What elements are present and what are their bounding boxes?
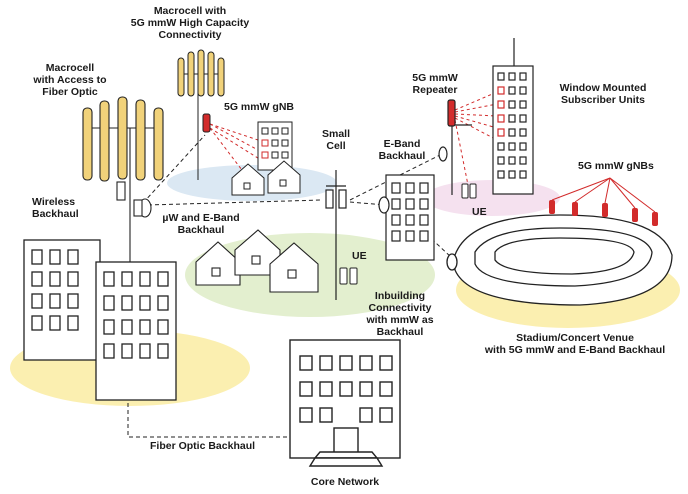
label-wireless-backhaul: Wireless Backhaul xyxy=(32,196,79,220)
label-line: Connectivity xyxy=(368,302,432,314)
gnb-houses xyxy=(231,160,301,196)
label-line: Repeater xyxy=(412,84,458,96)
label-line: with mmW as xyxy=(366,314,434,326)
label-line: with Access to xyxy=(33,74,107,86)
label-line: Backhaul xyxy=(177,224,225,236)
gnb-beam-3 xyxy=(209,123,259,141)
window-mounted-building xyxy=(492,38,534,195)
label-uw-eband: µW and E-Band Backhaul xyxy=(156,212,246,236)
label-line: Window Mounted xyxy=(559,82,647,94)
label-eband-backhaul: E-Band Backhaul xyxy=(372,138,432,162)
gnb-beam-1 xyxy=(209,127,249,179)
stadium xyxy=(446,214,673,306)
fiber-optic-link xyxy=(127,340,342,438)
label-line: Wireless xyxy=(32,196,76,208)
label-line: Macrocell xyxy=(45,62,95,74)
repeater-beam-6 xyxy=(454,119,469,186)
label-line: Small xyxy=(321,128,350,140)
small-cell-houses xyxy=(195,229,319,293)
ue-devices-top xyxy=(461,183,477,199)
gnb-beam-4 xyxy=(209,123,259,151)
label-5g-gnbs: 5G mmW gNBs xyxy=(578,160,654,172)
small-cell-pole xyxy=(325,170,347,300)
macrocell-fiber-tower xyxy=(82,96,164,290)
label-fiber-optic-backhaul: Fiber Optic Backhaul xyxy=(150,440,256,452)
label-window-mounted: Window Mounted Subscriber Units xyxy=(548,82,658,106)
label-line: Backhaul xyxy=(32,208,79,220)
stadium-gnb-antennas xyxy=(549,177,658,226)
uw-eband-link xyxy=(147,199,323,206)
label-line: Fiber Optic xyxy=(42,86,98,98)
label-line: 5G mmW xyxy=(412,72,458,84)
label-inbuilding: Inbuilding Connectivity with mmW as Back… xyxy=(362,290,438,338)
label-line: Backhaul xyxy=(378,150,426,162)
ue-devices-mid xyxy=(339,267,358,285)
label-line: Stadium/Concert Venue xyxy=(516,332,634,344)
gnb-building xyxy=(257,121,293,171)
label-line: with 5G mmW and E-Band Backhaul xyxy=(484,344,666,356)
label-line: Connectivity xyxy=(158,29,222,41)
label-macrocell-fiber: Macrocell with Access to Fiber Optic xyxy=(20,62,120,98)
inbuilding-tower xyxy=(378,174,435,261)
repeater-beam-5 xyxy=(454,117,498,141)
label-line: Backhaul xyxy=(376,326,424,338)
label-small-cell: Small Cell xyxy=(316,128,356,152)
label-ue-mid: UE xyxy=(352,250,367,262)
label-line: Macrocell with xyxy=(153,5,227,17)
label-line: 5G mmW High Capacity xyxy=(130,17,250,29)
label-line: Cell xyxy=(326,140,346,152)
core-network-building xyxy=(289,339,401,467)
repeater-zone-blob xyxy=(424,180,560,216)
repeater-beam-2 xyxy=(454,103,498,113)
label-5g-gnb: 5G mmW gNB xyxy=(224,101,295,113)
repeater-pole xyxy=(438,99,472,195)
label-core-network: Core Network xyxy=(310,476,380,488)
label-line: µW and E-Band xyxy=(162,212,240,224)
label-line: Inbuilding xyxy=(374,290,426,302)
label-ue-top: UE xyxy=(472,206,487,218)
label-repeater: 5G mmW Repeater xyxy=(400,72,470,96)
repeater-beam-1 xyxy=(454,91,498,111)
label-macrocell-high-capacity: Macrocell with 5G mmW High Capacity Conn… xyxy=(130,5,250,41)
macrocell-high-capacity-tower xyxy=(177,49,225,180)
repeater-beam-3 xyxy=(454,113,498,117)
wireless-backhaul-link xyxy=(142,134,206,204)
label-line: Subscriber Units xyxy=(560,94,646,106)
wireless-backhaul-buildings xyxy=(23,239,177,401)
repeater-beam-4 xyxy=(454,115,498,129)
label-stadium: Stadium/Concert Venue with 5G mmW and E-… xyxy=(480,332,670,356)
label-line: E-Band xyxy=(383,138,421,150)
